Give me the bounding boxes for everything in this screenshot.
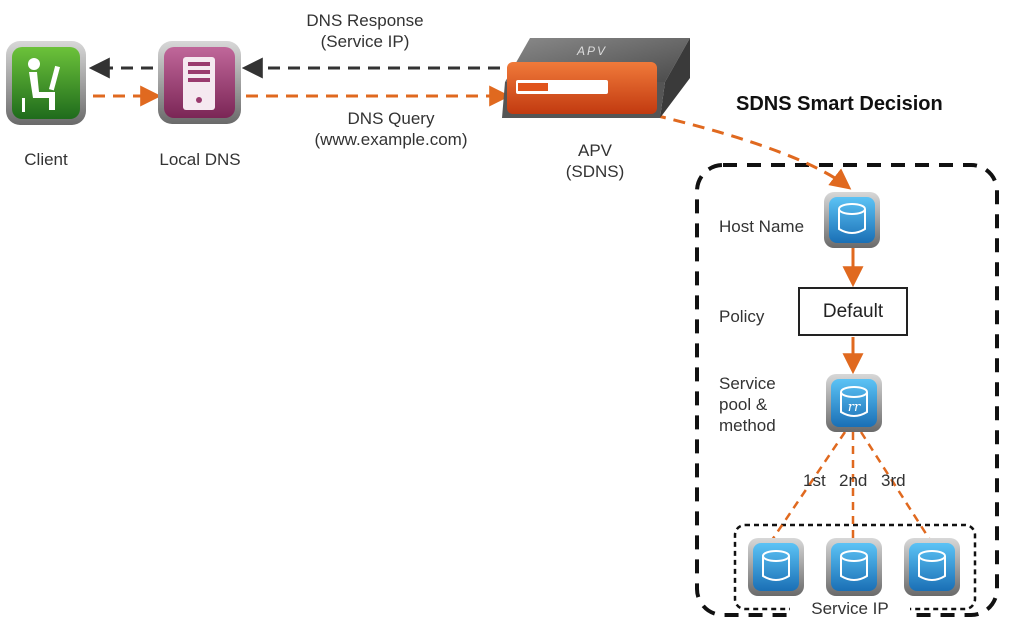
pool-to-ip1-line [770, 431, 847, 541]
diagram-title: SDNS Smart Decision [736, 93, 943, 115]
service-ip-3-icon [904, 538, 960, 596]
dns-response-line1: DNS Response [306, 11, 424, 30]
service-ip-1-icon [748, 538, 804, 596]
dns-response-label: DNS Response (Service IP) [290, 10, 440, 52]
service-pool-label: Service pool & method [719, 373, 776, 436]
svg-text:rr: rr [848, 400, 861, 415]
service-pool-line1: Service [719, 374, 776, 393]
service-pool-line2: pool & [719, 395, 768, 414]
service-ip-label: Service IP [790, 598, 910, 619]
order-3rd-label: 3rd [881, 471, 906, 490]
apv-label: APV (SDNS) [555, 140, 635, 182]
policy-value-box: Default [798, 287, 908, 336]
service-ip-2-icon [826, 538, 882, 596]
order-2nd-label: 2nd [839, 471, 868, 490]
apv-face-label: APV [576, 44, 607, 58]
apv-label-line1: APV [577, 141, 613, 160]
dns-query-label: DNS Query (www.example.com) [296, 108, 486, 150]
host-name-label: Host Name [719, 217, 805, 236]
apv-label-line2: (SDNS) [565, 162, 625, 181]
dns-query-line2: (www.example.com) [314, 130, 468, 149]
database-icon [824, 192, 880, 248]
dns-response-line2: (Service IP) [320, 32, 410, 51]
client-label: Client [24, 150, 68, 169]
server-icon [158, 41, 241, 124]
apv-to-decision-arrow [653, 113, 852, 190]
local-dns-label: Local DNS [159, 150, 241, 169]
appliance-icon [502, 38, 690, 118]
client-icon [6, 41, 86, 125]
service-pool-line3: method [719, 416, 776, 435]
database-pool-icon: rr [826, 374, 882, 432]
policy-label: Policy [719, 307, 765, 326]
order-1st-label: 1st [803, 471, 826, 490]
pool-to-ip3-line [859, 431, 932, 541]
dns-query-line1: DNS Query [347, 109, 435, 128]
